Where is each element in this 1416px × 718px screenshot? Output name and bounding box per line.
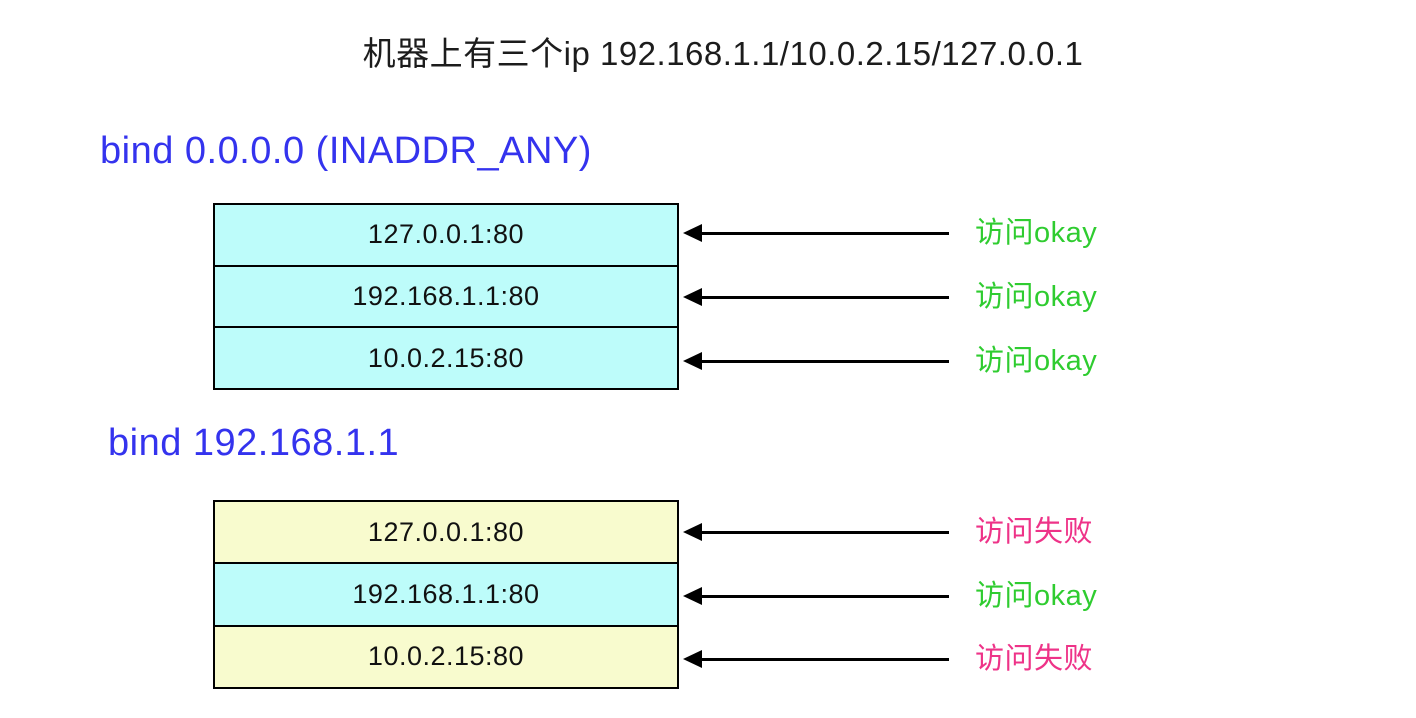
socket-row-127: 127.0.0.1:80 (215, 205, 677, 267)
socket-row-10: 10.0.2.15:80 (215, 328, 677, 389)
access-result-label: 访问okay (975, 580, 1098, 612)
access-result-label: 访问okay (975, 217, 1098, 249)
socket-address-label: 10.0.2.15:80 (367, 641, 525, 672)
diagram-title: 机器上有三个ip 192.168.1.1/10.0.2.15/127.0.0.1 (362, 35, 1084, 72)
arrow-line (698, 657, 949, 661)
arrow-head-icon (683, 523, 702, 541)
access-result-label: 访问okay (975, 345, 1098, 377)
arrow-head-icon (683, 650, 702, 668)
socket-address-label: 10.0.2.15:80 (367, 342, 525, 373)
socket-address-label: 192.168.1.1:80 (352, 578, 540, 609)
arrow-line (698, 594, 949, 598)
section-heading-bind-any: bind 0.0.0.0 (INADDR_ANY) (100, 130, 592, 172)
access-arrow-left-icon (683, 650, 949, 668)
arrow-head-icon (683, 288, 702, 306)
socket-address-label: 127.0.0.1:80 (367, 516, 525, 547)
socket-address-label: 192.168.1.1:80 (352, 281, 540, 311)
socket-row-10: 10.0.2.15:80 (215, 626, 677, 687)
section-heading-bind-192: bind 192.168.1.1 (108, 422, 400, 464)
arrow-line (698, 231, 949, 235)
arrow-head-icon (683, 587, 702, 605)
access-result-label: 访问失败 (975, 643, 1094, 675)
arrow-head-icon (683, 224, 702, 242)
socket-box-bind-192: 127.0.0.1:80 192.168.1.1:80 10.0.2.15:80 (213, 500, 679, 689)
access-arrow-left-icon (683, 587, 949, 605)
access-arrow-left-icon (683, 288, 949, 306)
arrow-line (698, 359, 949, 363)
socket-box-bind-any: 127.0.0.1:80 192.168.1.1:80 10.0.2.15:80 (213, 203, 679, 390)
socket-row-127: 127.0.0.1:80 (215, 502, 677, 565)
access-arrow-left-icon (683, 352, 949, 370)
access-result-label: 访问okay (975, 281, 1098, 313)
socket-row-192: 192.168.1.1:80 (215, 266, 677, 329)
access-result-label: 访问失败 (975, 516, 1094, 548)
socket-row-192: 192.168.1.1:80 (215, 564, 677, 627)
access-arrow-left-icon (683, 224, 949, 242)
access-arrow-left-icon (683, 523, 949, 541)
arrow-line (698, 295, 949, 299)
socket-address-label: 127.0.0.1:80 (367, 219, 525, 250)
arrow-head-icon (683, 352, 702, 370)
arrow-line (698, 530, 949, 534)
